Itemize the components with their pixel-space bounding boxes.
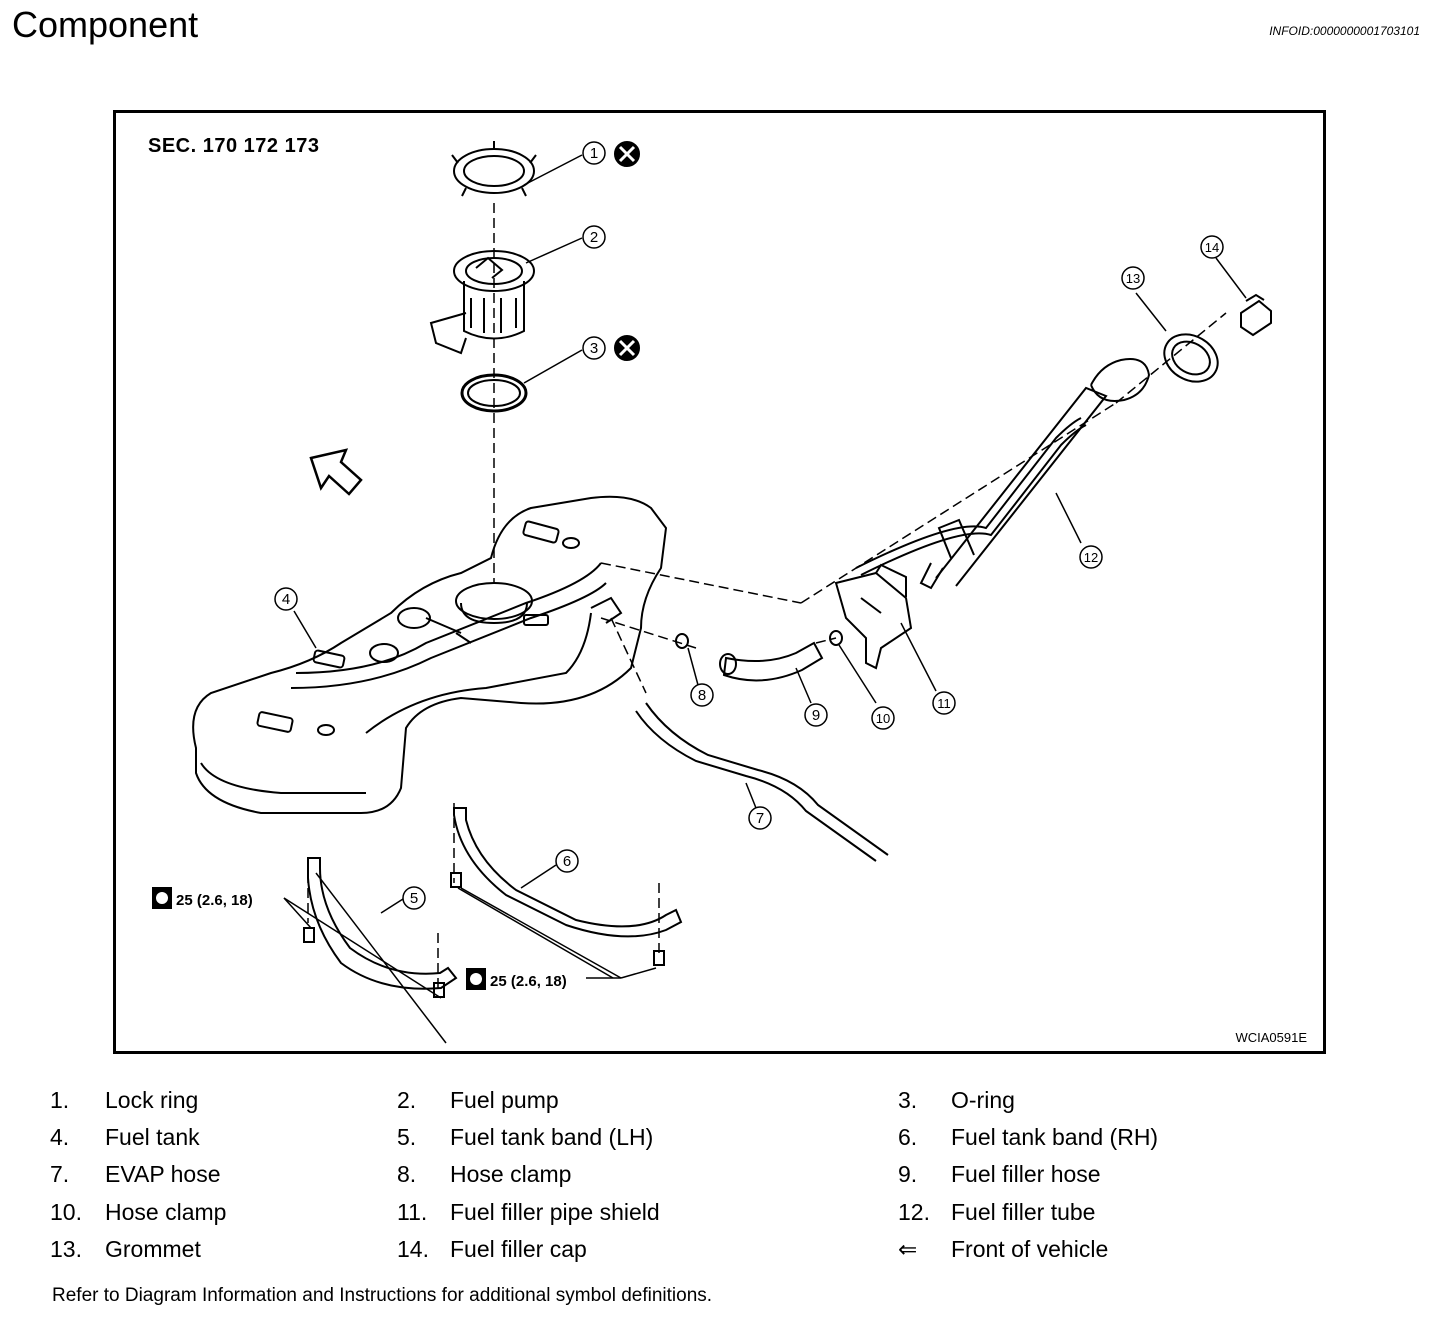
- do-not-reuse-icon: [614, 141, 640, 361]
- grommet: [1163, 333, 1219, 383]
- component-diagram: SEC. 170 172 173 WCIA0591E: [113, 110, 1326, 1054]
- callout-5: 5: [410, 890, 418, 907]
- hose-clamp-8: [675, 633, 689, 649]
- section-reference: SEC. 170 172 173: [148, 135, 320, 157]
- fuel-filler-hose: [719, 641, 824, 682]
- evap-hose: [635, 702, 889, 862]
- diagram-drawing: 25 (2.6, 18) 25 (2.6, 18) 1 2 3 4 5 6: [152, 141, 1272, 1044]
- leader-lines: [283, 154, 1247, 999]
- torque-label-rh: 25 (2.6, 18): [490, 973, 567, 990]
- callout-11: 11: [937, 696, 951, 711]
- callout-numbers: 1 2 3 4 5 6 7 8 9 10 11 12 13 14: [282, 145, 1219, 907]
- callout-1: 1: [590, 145, 598, 162]
- callout-6: 6: [563, 853, 571, 870]
- page-title: Component: [12, 4, 199, 45]
- fuel-tank: [192, 495, 668, 814]
- fuel-tank-band-lh: [303, 857, 458, 1044]
- callout-4: 4: [282, 591, 290, 608]
- torque-label-lh: 25 (2.6, 18): [176, 892, 253, 909]
- footnote: Refer to Diagram Information and Instruc…: [52, 1285, 713, 1306]
- assembly-lines: [307, 203, 1227, 993]
- torque-icon: [152, 887, 486, 990]
- fuel-filler-tube: [855, 358, 1151, 590]
- fuel-filler-cap: [1240, 293, 1272, 337]
- fuel-pump: [429, 250, 535, 355]
- fuel-tank-band-rh: [450, 807, 683, 979]
- callout-3: 3: [590, 340, 598, 357]
- callout-8: 8: [698, 687, 706, 704]
- fuel-filler-pipe-shield: [834, 563, 913, 670]
- front-arrow-icon: [309, 448, 363, 496]
- callout-markers: [274, 141, 1224, 910]
- figure-id: WCIA0591E: [1235, 1030, 1307, 1045]
- callout-9: 9: [812, 707, 820, 724]
- callout-7: 7: [756, 810, 764, 827]
- callout-14: 14: [1205, 240, 1219, 255]
- callout-10: 10: [876, 711, 890, 726]
- o-ring: [460, 373, 528, 413]
- callout-13: 13: [1126, 271, 1140, 286]
- hose-clamp-10: [829, 630, 843, 646]
- lock-ring: [451, 141, 537, 197]
- info-id: INFOID:0000000001703101: [1269, 24, 1420, 38]
- callout-2: 2: [590, 229, 598, 246]
- callout-12: 12: [1084, 550, 1098, 565]
